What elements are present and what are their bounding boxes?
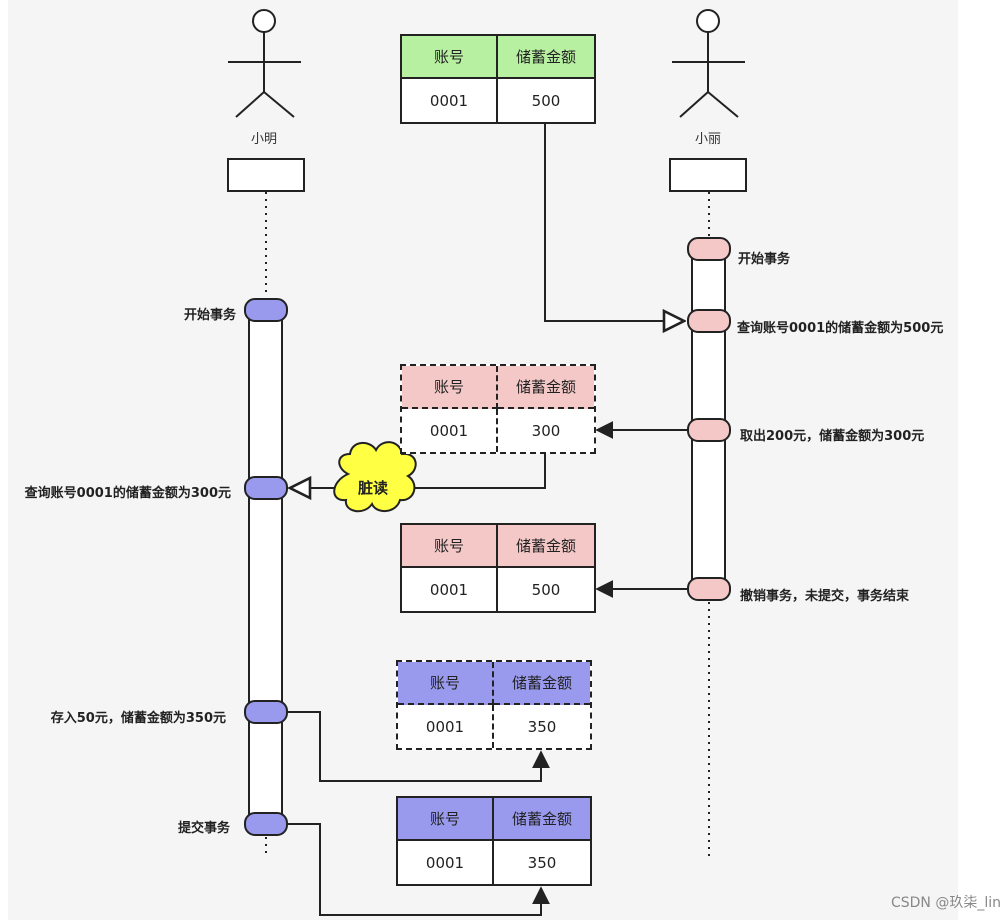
table-after-withdraw: 账号 储蓄金额 0001 300 (400, 364, 596, 454)
label-right-query: 查询账号0001的储蓄金额为500元 (737, 321, 944, 336)
table-header-account: 账号 (402, 525, 498, 568)
label-left-commit: 提交事务 (177, 821, 230, 836)
table-cell-balance: 350 (527, 853, 557, 872)
node-right-query (687, 309, 731, 333)
table-cell-balance: 350 (527, 717, 557, 736)
dirty-read-cloud (333, 441, 417, 513)
table-cell-balance: 500 (531, 580, 561, 599)
table-after-commit: 账号 储蓄金额 0001 350 (396, 796, 592, 886)
right-actor-box (669, 158, 747, 192)
table-cell-balance: 500 (531, 91, 561, 110)
label-left-query: 查询账号0001的储蓄金额为300元 (24, 486, 231, 501)
node-left-query (244, 476, 288, 500)
table-header-account: 账号 (398, 662, 494, 705)
node-left-commit (244, 812, 288, 836)
label-right-withdraw: 取出200元，储蓄金额为300元 (740, 429, 925, 444)
table-header-balance: 储蓄金额 (494, 798, 590, 841)
left-actor-box (227, 158, 305, 192)
table-header-balance: 储蓄金额 (498, 525, 594, 568)
node-right-begin (687, 237, 731, 261)
diagram-background (8, 0, 958, 920)
label-right-rollback: 撤销事务，未提交，事务结束 (740, 589, 910, 604)
table-cell-account: 0001 (402, 568, 498, 611)
dirty-read-label: 脏读 (357, 479, 388, 497)
table-header-account: 账号 (402, 36, 498, 79)
label-right-begin: 开始事务 (738, 252, 791, 267)
table-cell-account: 0001 (402, 79, 498, 122)
arrow-deposit-to-table (284, 711, 550, 782)
arrow-dirty-table-to-cloud (412, 452, 546, 489)
arrow-initial-to-right-query (544, 122, 684, 321)
table-header-account: 账号 (402, 366, 498, 409)
table-cell-account: 0001 (398, 841, 494, 884)
table-header-balance: 储蓄金额 (498, 366, 594, 409)
table-header-balance: 储蓄金额 (494, 662, 590, 705)
label-left-deposit: 存入50元，储蓄金额为350元 (50, 711, 226, 726)
table-after-deposit: 账号 储蓄金额 0001 350 (396, 660, 592, 750)
table-initial: 账号 储蓄金额 0001 500 (400, 34, 596, 124)
node-right-rollback (687, 577, 731, 601)
table-cell-account: 0001 (402, 409, 498, 452)
arrow-commit-to-table (284, 823, 550, 916)
left-actor-name: 小明 (251, 132, 278, 147)
node-left-begin (244, 298, 288, 322)
node-left-deposit (244, 700, 288, 724)
left-activation-bar (248, 309, 283, 823)
table-cell-account: 0001 (398, 705, 494, 748)
table-header-account: 账号 (398, 798, 494, 841)
table-header-balance: 储蓄金额 (498, 36, 594, 79)
right-actor-icon (672, 9, 745, 118)
node-right-withdraw (687, 418, 731, 442)
label-left-begin: 开始事务 (183, 308, 236, 323)
table-cell-balance: 300 (531, 421, 561, 440)
watermark: CSDN @玖柒_lin (890, 895, 1001, 911)
table-after-rollback: 账号 储蓄金额 0001 500 (400, 523, 596, 613)
right-actor-name: 小丽 (695, 132, 722, 147)
left-actor-icon (228, 9, 301, 118)
